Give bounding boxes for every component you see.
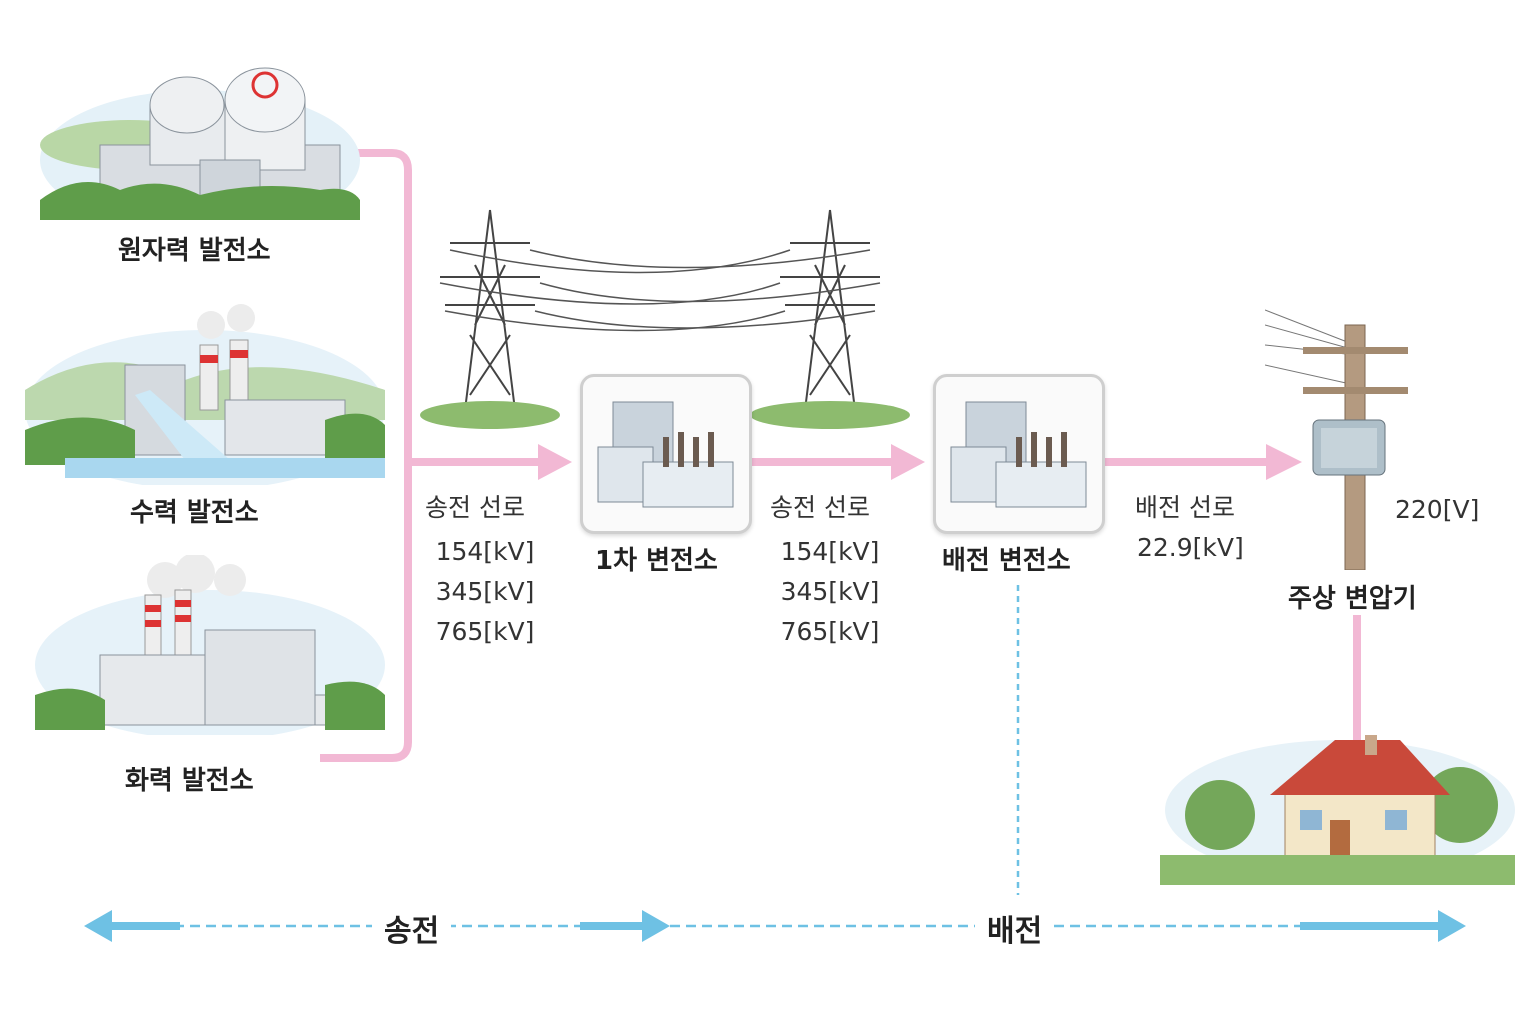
- voltage-345kv: 345[kV]: [770, 572, 890, 612]
- distribution-right-arrowhead: [1438, 910, 1466, 942]
- nuclear-plant-illustration: [40, 50, 360, 220]
- voltage-154kv: 154[kV]: [425, 532, 545, 572]
- thermal-plant-label: 화력 발전소: [125, 760, 254, 797]
- distribution-substation-label: 배전 변전소: [942, 540, 1071, 577]
- primary-substation-label: 1차 변전소: [595, 540, 718, 577]
- primary-substation-icon: [580, 374, 752, 534]
- transmission-line-label-2: 송전 선로: [770, 488, 870, 524]
- voltage-345kv: 345[kV]: [425, 572, 545, 612]
- voltage-765kv: 765[kV]: [770, 612, 890, 652]
- distribution-line-voltage: 22.9[kV]: [1137, 533, 1244, 562]
- distribution-axis-label: 배전: [975, 906, 1054, 950]
- pole-transformer-label: 주상 변압기: [1288, 578, 1417, 615]
- household-voltage-label: 220[V]: [1395, 495, 1479, 524]
- transmission-voltages-1: 154[kV] 345[kV] 765[kV]: [425, 532, 545, 652]
- thermal-plant-illustration: [35, 555, 385, 735]
- hydro-plant-illustration: [25, 300, 385, 485]
- transmission-voltages-2: 154[kV] 345[kV] 765[kV]: [770, 532, 890, 652]
- transmission-line-label-1: 송전 선로: [425, 488, 525, 524]
- transmission-right-arrowhead: [642, 910, 670, 942]
- distribution-line-label: 배전 선로: [1135, 488, 1235, 524]
- hydro-plant-label: 수력 발전소: [130, 492, 259, 529]
- transmission-axis-label: 송전: [372, 906, 451, 950]
- house-illustration: [1160, 715, 1515, 885]
- transmission-left-arrowhead: [84, 910, 112, 942]
- distribution-substation-icon: [933, 374, 1105, 534]
- voltage-154kv: 154[kV]: [770, 532, 890, 572]
- voltage-765kv: 765[kV]: [425, 612, 545, 652]
- nuclear-plant-label: 원자력 발전소: [118, 230, 271, 267]
- pole-transformer-illustration: [1265, 305, 1425, 570]
